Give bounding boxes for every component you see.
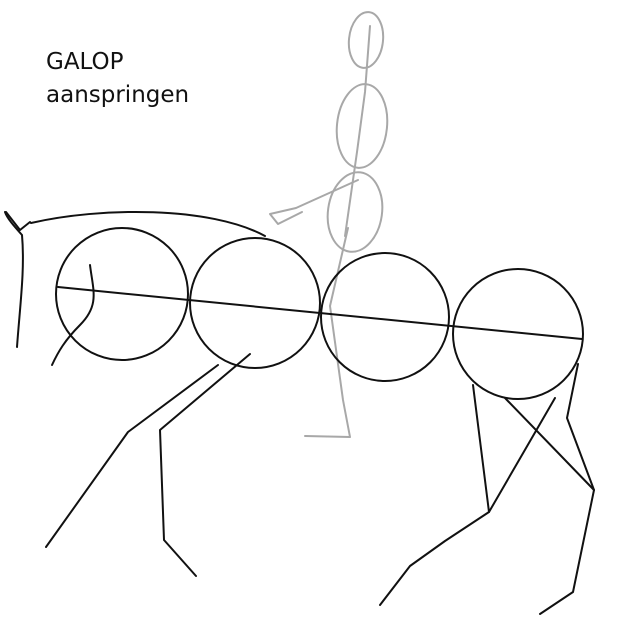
horse-segment-3 <box>320 252 450 382</box>
hind-leg-2 <box>539 363 595 615</box>
hind-cross-line-1 <box>504 397 595 491</box>
rider-spine <box>344 25 371 237</box>
horse-eye-cheek <box>51 264 95 366</box>
hind-cross-line-2 <box>488 397 556 513</box>
rider-arm <box>269 179 359 225</box>
front-leg-1 <box>45 364 219 548</box>
horse-ear <box>5 211 31 231</box>
horse-segment-4 <box>452 268 584 400</box>
rider-pelvis <box>326 171 384 253</box>
horse-figure <box>4 210 595 615</box>
front-leg-2 <box>159 353 251 577</box>
rider-upper-torso <box>335 83 389 169</box>
caption-subtitle: aanspringen <box>46 82 190 108</box>
horse-segment-1 <box>55 227 189 361</box>
rider-figure <box>269 11 389 438</box>
rider-leg <box>304 227 351 438</box>
caption-title: GALOP <box>46 49 124 75</box>
caption: GALOP aanspringen <box>46 46 189 112</box>
rider-head <box>347 11 385 69</box>
horse-head-outline <box>4 211 24 348</box>
horse-segment-2 <box>189 237 321 369</box>
horse-topline <box>57 286 583 340</box>
horse-neck-line <box>30 210 266 237</box>
hind-leg-1 <box>379 384 490 606</box>
